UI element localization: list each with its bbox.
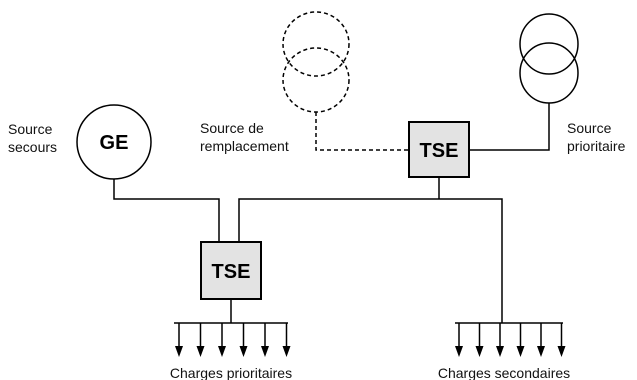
secondary-load-arrow-head — [455, 346, 463, 357]
secondary-load-arrow-head — [557, 346, 566, 357]
tse-bottom-label: TSE — [212, 261, 251, 283]
priority-load-arrow-head — [261, 346, 269, 357]
secondary-loads-label: Charges secondaires — [438, 365, 570, 380]
backup-source-label-line2: secours — [8, 139, 57, 155]
priority-load-arrow-head — [218, 346, 226, 357]
priority-transformer-icon — [519, 13, 579, 104]
replacement-source-label-line1: Source de — [200, 120, 264, 136]
priority-loads-label: Charges prioritaires — [170, 365, 292, 380]
main-bus-line — [238, 198, 503, 323]
priority-load-arrow-head — [282, 346, 291, 357]
tse-top-label: TSE — [420, 140, 459, 162]
secondary-load-arrow-head — [475, 346, 484, 357]
generator-label: GE — [100, 132, 129, 154]
replacement-transformer-icon — [282, 11, 350, 113]
priority-load-arrows — [175, 323, 291, 357]
backup-source-label-line1: Source — [8, 121, 53, 137]
generator-link-line — [113, 179, 220, 242]
priority-load-arrow-head — [175, 346, 183, 357]
secondary-load-arrow-head — [537, 346, 545, 357]
secondary-load-arrow-head — [516, 346, 525, 357]
secondary-load-arrow-head — [496, 346, 504, 357]
tse-top-box — [408, 121, 470, 178]
secondary-load-arrows — [455, 323, 566, 357]
replacement-source-label-line2: remplacement — [200, 138, 289, 154]
priority-source-label-line2: prioritaire — [567, 138, 626, 154]
priority-load-arrow-head — [239, 346, 248, 357]
priority-load-arrow-head — [196, 346, 205, 357]
replacement-link-line — [315, 112, 409, 151]
priority-source-label-line1: Source — [567, 120, 612, 136]
priority-link-line — [469, 103, 550, 151]
tse-bottom-box — [200, 241, 262, 300]
